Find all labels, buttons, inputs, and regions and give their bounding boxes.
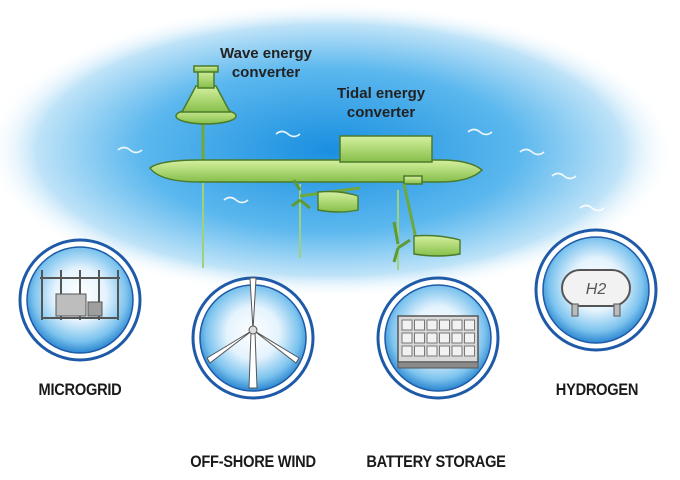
tidal-energy-converter: [291, 179, 461, 263]
caption-offshore-wind: OFF-SHORE WIND: [190, 452, 316, 471]
hydrogen-tank-icon: H2: [561, 269, 631, 317]
tidal-energy-label-line1: Tidal energy: [337, 85, 426, 102]
ocean-background: [0, 2, 675, 298]
badge-wind-turbine: [191, 276, 315, 400]
caption-battery-storage: BATTERY STORAGE: [366, 452, 506, 471]
tidal-energy-label-line2: converter: [346, 104, 416, 121]
microgrid-icon: [40, 270, 120, 320]
battery-storage-icon: [397, 315, 479, 369]
hydrogen-symbol: H2: [586, 281, 607, 298]
floating-platform: [148, 135, 484, 185]
tidal-energy-label: Tidal energy converter: [337, 84, 425, 122]
badge-battery-storage: [376, 276, 500, 400]
badge-microgrid: [18, 238, 142, 362]
wave-energy-label-line2: converter: [231, 64, 301, 81]
mooring-lines: [202, 180, 399, 270]
caption-hydrogen: HYDROGEN: [555, 380, 639, 399]
wind-turbine-icon: [206, 277, 300, 389]
badge-hydrogen-tank: H2: [534, 228, 658, 352]
caption-microgrid: MICROGRID: [38, 380, 122, 399]
wave-energy-label-line1: Wave energy: [220, 45, 312, 62]
wave-energy-label: Wave energy converter: [220, 44, 312, 82]
application-badges: H2: [18, 228, 658, 400]
